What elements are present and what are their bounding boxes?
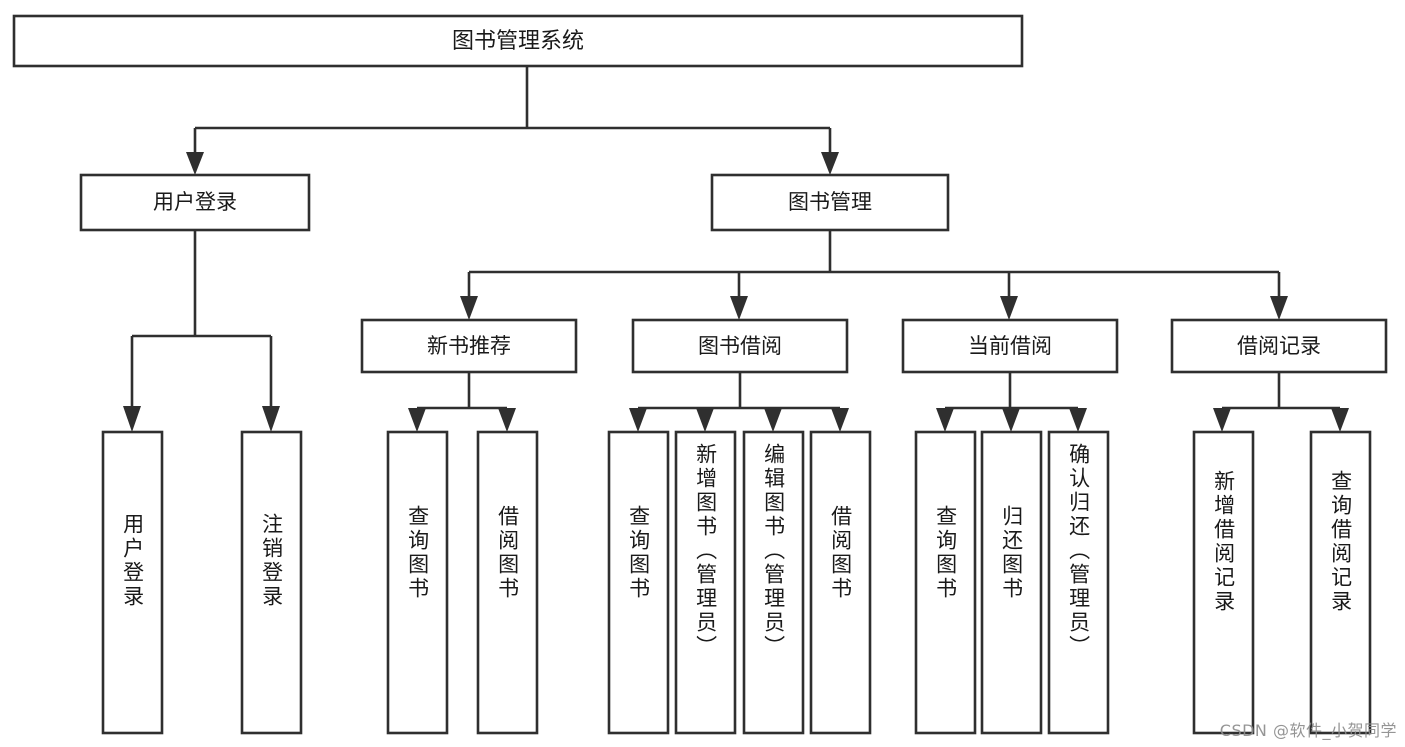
leaf-box-cb-3[interactable] (1047, 430, 1110, 735)
arrowhead-bb-2 (696, 408, 714, 432)
leaf-box-br-2[interactable] (1309, 430, 1372, 735)
node-user-login[interactable]: 用户登录 (79, 173, 311, 232)
borrow-records-label: 借阅记录 (1237, 334, 1321, 358)
arrowhead-l3-4 (1270, 296, 1288, 320)
book-borrow-label: 图书借阅 (698, 334, 782, 358)
current-borrow-box[interactable] (901, 318, 1119, 374)
node-borrow-records[interactable]: 借阅记录 (1170, 318, 1388, 374)
watermark-text: CSDN @软件_小贺同学 (1219, 721, 1397, 740)
leaf-box-bb-2[interactable] (674, 430, 737, 735)
root-label: 图书管理系统 (452, 29, 584, 54)
leaf-box-cb-1[interactable] (914, 430, 977, 735)
leaf-box-br-1[interactable] (1192, 430, 1255, 735)
leaf-box-user-login-1[interactable] (101, 430, 164, 735)
node-root[interactable]: 图书管理系统 (12, 14, 1024, 68)
arrowhead-l3-3 (1000, 296, 1018, 320)
arrowhead-nbr-1 (408, 408, 426, 432)
borrow-records-box[interactable] (1170, 318, 1388, 374)
user-login-label: 用户登录 (153, 190, 237, 214)
leaf-box-nbr-2[interactable] (476, 430, 539, 735)
book-borrow-box[interactable] (631, 318, 849, 374)
arrowhead-l3-1 (460, 296, 478, 320)
arrowhead-ul-2 (262, 406, 280, 432)
arrowhead-br-1 (1213, 408, 1231, 432)
arrowhead-cb-1 (936, 408, 954, 432)
new-book-recommend-box[interactable] (360, 318, 578, 374)
leaf-box-user-login-2[interactable] (240, 430, 303, 735)
book-manage-label: 图书管理 (788, 190, 872, 214)
arrowhead-bb-4 (831, 408, 849, 432)
arrowhead-bb-3 (764, 408, 782, 432)
arrowhead-book-manage (821, 152, 839, 175)
leaf-box-bb-1[interactable] (607, 430, 670, 735)
node-book-borrow[interactable]: 图书借阅 (631, 318, 849, 374)
arrowhead-cb-3 (1069, 408, 1087, 432)
arrowhead-br-2 (1331, 408, 1349, 432)
arrowhead-user-login (186, 152, 204, 175)
arrowhead-nbr-2 (498, 408, 516, 432)
node-new-book-recommend[interactable]: 新书推荐 (360, 318, 578, 374)
book-manage-box[interactable] (710, 173, 950, 232)
arrowhead-bb-1 (629, 408, 647, 432)
leaf-box-nbr-1[interactable] (386, 430, 449, 735)
node-current-borrow[interactable]: 当前借阅 (901, 318, 1119, 374)
arrowhead-cb-2 (1002, 408, 1020, 432)
node-book-manage[interactable]: 图书管理 (710, 173, 950, 232)
arrowhead-l3-2 (730, 296, 748, 320)
root-box[interactable] (12, 14, 1024, 68)
leaf-box-bb-3[interactable] (742, 430, 805, 735)
leaf-box-cb-2[interactable] (980, 430, 1043, 735)
current-borrow-label: 当前借阅 (968, 334, 1052, 358)
new-book-recommend-label: 新书推荐 (427, 334, 511, 358)
arrowhead-ul-1 (123, 406, 141, 432)
leaf-box-bb-4[interactable] (809, 430, 872, 735)
